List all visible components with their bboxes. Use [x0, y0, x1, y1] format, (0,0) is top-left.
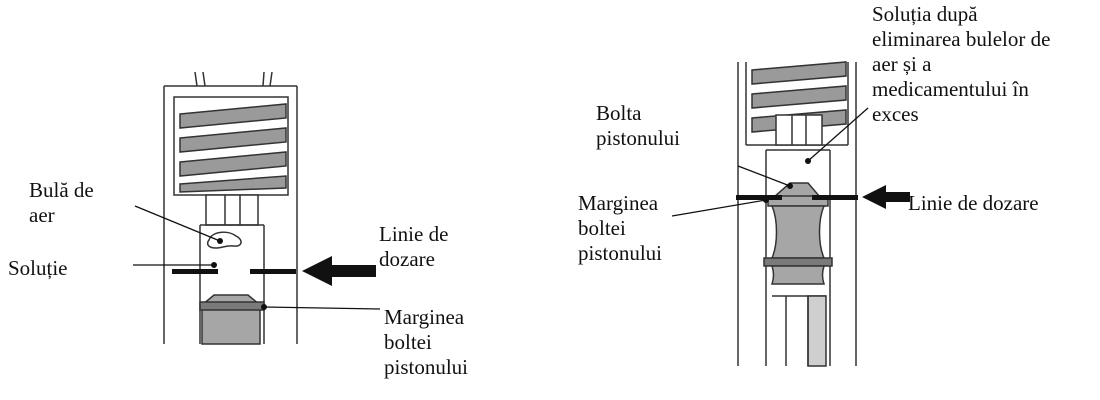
arrow-left-figure: [302, 256, 376, 286]
label-solution-after-removal: Soluția după eliminarea bulelor de aer ș…: [872, 2, 1051, 126]
dose-line-right: [736, 195, 858, 200]
arrow-right-figure: [862, 185, 910, 209]
left-pen-figure: [163, 71, 298, 345]
right-pen-figure: [737, 61, 857, 367]
plunger-left: [199, 294, 265, 345]
right-leader-lines: [671, 107, 869, 217]
plunger-right: [763, 182, 833, 285]
label-plunger-dome-edge-left: Marginea boltei pistonului: [384, 305, 469, 379]
air-bubble-shape: [206, 231, 242, 249]
label-dose-line-right: Linie de dozare: [908, 191, 1039, 215]
left-leader-lines: [133, 205, 381, 310]
dose-line-left: [172, 269, 296, 274]
label-solution: Soluție: [8, 256, 68, 280]
label-plunger-dome-edge-right: Marginea boltei pistonului: [578, 191, 663, 265]
label-dose-line-left: Linie de dozare: [379, 222, 449, 271]
dose-dial-threads: [179, 103, 287, 193]
label-air-bubble: Bulă de aer: [29, 178, 94, 227]
label-plunger-dome: Bolta pistonului: [596, 101, 681, 150]
